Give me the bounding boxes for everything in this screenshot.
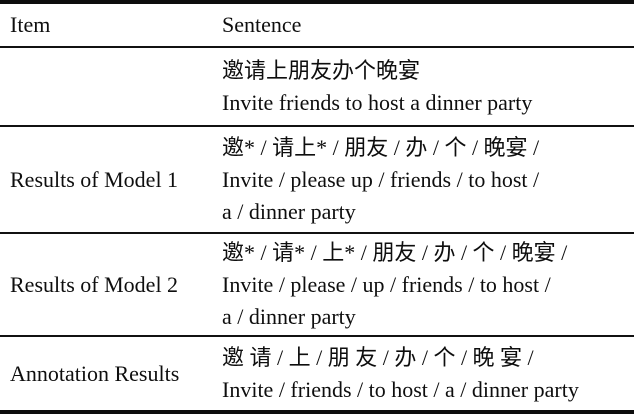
sentence-cell: 邀* / 请上* / 朋友 / 办 / 个 / 晚宴 / Invite / pl… xyxy=(222,132,634,228)
item-cell: Results of Model 2 xyxy=(10,272,179,297)
sentence-line-english: Invite / friends / to host / a / dinner … xyxy=(222,377,579,402)
table-row-model-2: Results of Model 2 邀* / 请* / 上* / 朋友 / 办… xyxy=(0,234,634,337)
table-row-annotation: Annotation Results 邀 请 / 上 / 朋 友 / 办 / 个… xyxy=(0,337,634,410)
table-row-model-1: Results of Model 1 邀* / 请上* / 朋友 / 办 / 个… xyxy=(0,127,634,234)
sentence-line-chinese: 邀 请 / 上 / 朋 友 / 办 / 个 / 晚 宴 / xyxy=(222,345,534,370)
table-row-source-sentence: 邀请上朋友办个晚宴 Invite friends to host a dinne… xyxy=(0,48,634,127)
sentence-line-chinese: 邀* / 请* / 上* / 朋友 / 办 / 个 / 晚宴 / xyxy=(222,240,568,265)
sentence-cell: 邀* / 请* / 上* / 朋友 / 办 / 个 / 晚宴 / Invite … xyxy=(222,237,634,333)
sentence-line-english-cont: a / dinner party xyxy=(222,304,356,329)
sentence-line-english: Invite / please up / friends / to host / xyxy=(222,167,540,192)
column-header-item: Item xyxy=(10,12,51,37)
sentence-cell: 邀请上朋友办个晚宴 Invite friends to host a dinne… xyxy=(222,55,634,119)
item-cell: Results of Model 1 xyxy=(10,167,179,192)
sentence-line-english: Invite friends to host a dinner party xyxy=(222,90,533,115)
table-header-row: Item Sentence xyxy=(0,4,634,48)
sentence-line-english: Invite / please / up / friends / to host… xyxy=(222,272,551,297)
sentence-line-chinese: 邀* / 请上* / 朋友 / 办 / 个 / 晚宴 / xyxy=(222,135,540,160)
column-header-sentence: Sentence xyxy=(222,12,302,37)
sentence-line-chinese: 邀请上朋友办个晚宴 xyxy=(222,58,421,83)
item-cell: Annotation Results xyxy=(10,361,180,386)
sentence-cell: 邀 请 / 上 / 朋 友 / 办 / 个 / 晚 宴 / Invite / f… xyxy=(222,342,634,406)
sentence-line-english-cont: a / dinner party xyxy=(222,199,356,224)
